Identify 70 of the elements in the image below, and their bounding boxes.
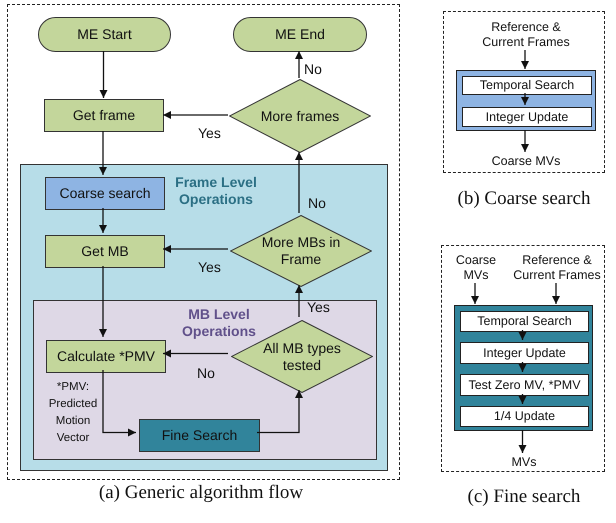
arrow	[518, 394, 526, 404]
arrow	[257, 390, 303, 434]
region-box	[33, 300, 377, 460]
arrow	[518, 362, 526, 372]
arrow	[99, 131, 107, 175]
edge-label: No	[308, 195, 326, 211]
footnote-text: *PMV: Predicted Motion Vector	[48, 381, 98, 444]
arrow	[521, 93, 529, 105]
arrow	[552, 283, 560, 304]
terminal-box	[38, 17, 171, 52]
arrow	[163, 111, 228, 119]
process-box	[45, 177, 165, 210]
step-box	[460, 311, 589, 332]
arrow	[99, 266, 107, 337]
step-box	[460, 374, 589, 396]
arrow	[295, 51, 303, 78]
arrow	[99, 208, 107, 233]
step-label: Integer Update	[483, 344, 566, 362]
figure-caption: (c) Fine search	[468, 485, 580, 509]
terminal-box	[233, 17, 367, 52]
stage-box	[454, 305, 593, 431]
figure-caption: (a) Generic algorithm flow	[98, 481, 304, 505]
decision-label: More MBs in Frame	[262, 234, 340, 267]
step-box	[462, 107, 592, 127]
arrow	[295, 152, 303, 213]
process-box	[44, 99, 164, 132]
step-label: Test Zero MV, *PMV	[468, 376, 581, 394]
step-box	[462, 76, 592, 95]
io-label: Coarse MVs	[481, 153, 571, 170]
edge-label: Yes	[307, 299, 330, 315]
node-label: ME Start	[77, 25, 132, 44]
node-label: Get frame	[72, 106, 136, 125]
region-title: Frame Level Operations	[174, 174, 258, 208]
process-box	[45, 235, 165, 268]
stage-box	[456, 70, 596, 131]
arrow	[471, 283, 479, 304]
arrow	[521, 50, 529, 69]
arrow	[100, 51, 108, 98]
arrow	[295, 285, 303, 317]
node-label: ME End	[275, 25, 325, 44]
edge-label: No	[304, 61, 322, 77]
arrow	[163, 245, 228, 253]
region-title: MB Level Operations	[181, 306, 257, 340]
region-box	[20, 164, 388, 471]
step-box	[460, 406, 589, 427]
node-label: Fine Search	[162, 426, 238, 445]
node-label: Get MB	[81, 242, 129, 261]
step-label: Temporal Search	[477, 313, 572, 330]
step-label: 1/4 Update	[494, 408, 556, 426]
arrow	[163, 350, 228, 358]
step-label: Temporal Search	[480, 77, 574, 94]
arrow	[102, 370, 136, 436]
process-box	[139, 419, 260, 452]
arrow	[518, 430, 526, 453]
node-label: Coarse search	[59, 184, 151, 203]
io-label: MVs	[499, 454, 549, 471]
arrow	[518, 330, 526, 340]
decision-label: All MB types tested	[263, 340, 341, 372]
decision-label: More frames	[260, 108, 340, 124]
io-label: Reference & Current Frames	[476, 19, 576, 51]
step-box	[460, 342, 589, 364]
step-label: Integer Update	[486, 108, 568, 126]
edge-label: Yes	[198, 125, 221, 141]
node-label: Calculate *PMV	[56, 347, 156, 366]
figure-caption: (b) Coarse search	[458, 187, 590, 211]
io-label: Reference & Current Frames	[509, 252, 605, 284]
edge-label: No	[197, 365, 215, 381]
io-label: Coarse MVs	[451, 252, 501, 284]
edge-label: Yes	[198, 259, 221, 275]
arrow	[521, 130, 529, 152]
